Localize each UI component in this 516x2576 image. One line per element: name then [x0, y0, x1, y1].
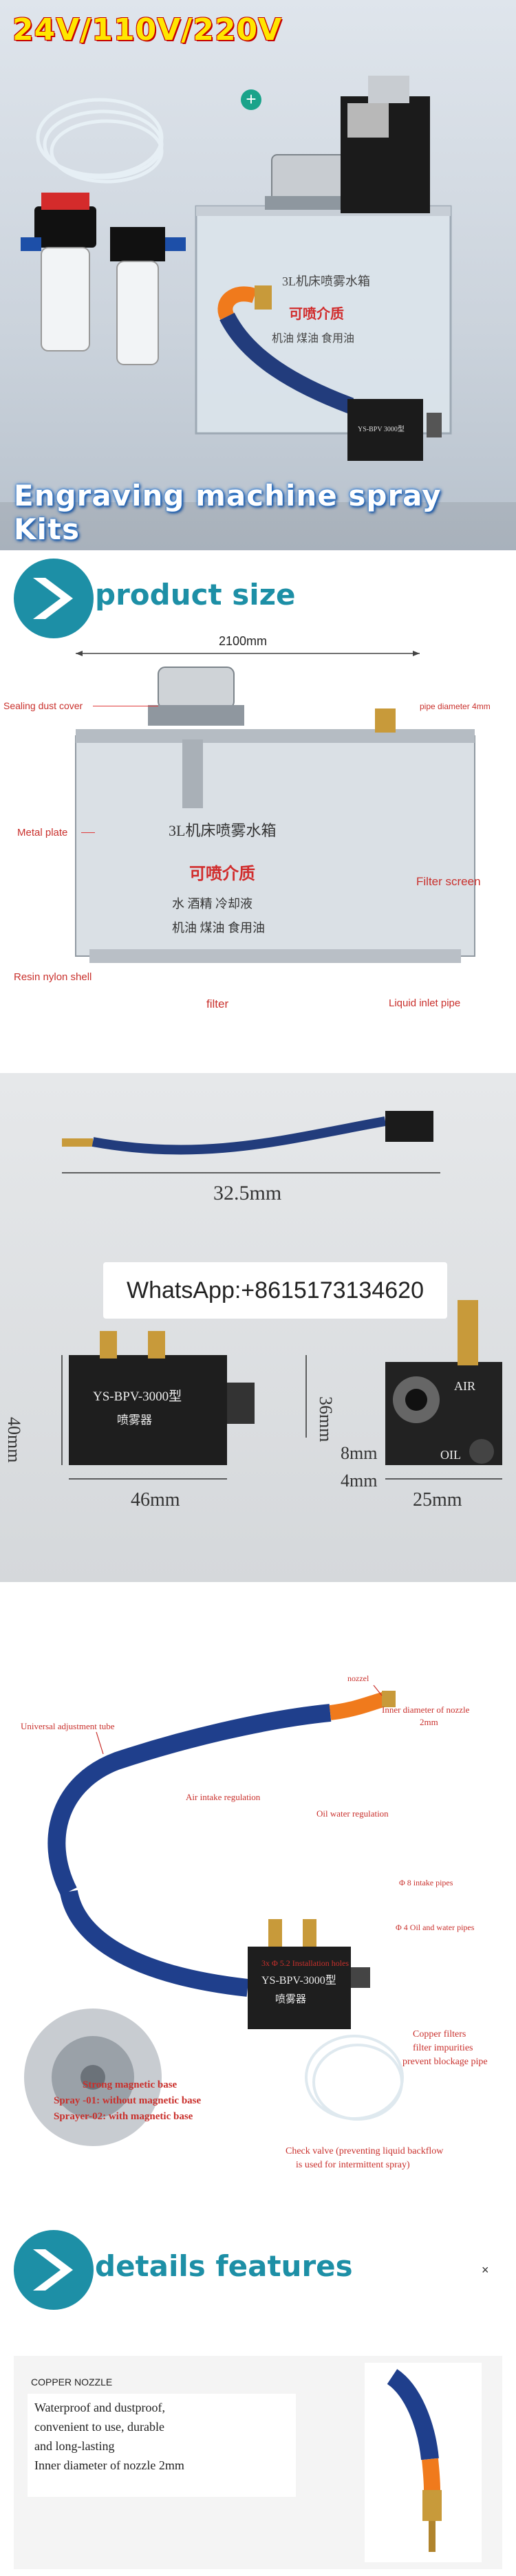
oil-label: OIL	[440, 1448, 461, 1462]
label-filter: filter	[206, 997, 229, 1010]
copper-nozzle-photo	[365, 2363, 482, 2562]
label-liquid-inlet-pipe: Liquid inlet pipe	[389, 997, 461, 1009]
product-size-header: product size	[0, 550, 516, 640]
depth-dimension: 36mm	[316, 1396, 336, 1442]
tank-media-row1: 水 酒精 冷却液	[172, 897, 252, 911]
details-header: details features	[0, 2222, 516, 2311]
sprayer-dimension-diagram	[61, 1111, 502, 1480]
tank-media: 可喷介质	[189, 865, 255, 883]
dimensions-section: 32.5mm 40mm 46mm 36mm 8mm 4mm 25mm YS-BP…	[0, 1073, 516, 1582]
close-icon: ×	[482, 2263, 489, 2277]
nozzle-inner-label: Inner diameter of nozzle	[382, 1704, 470, 1715]
hero-product-illustration	[21, 76, 452, 461]
nozzle-label: nozzel	[347, 1674, 369, 1683]
label-sealing-dust-cover: Sealing dust cover	[3, 700, 83, 711]
oil-water-reg-label: Oil water regulation	[316, 1808, 389, 1819]
filter-impurities-label: filter impurities	[413, 2043, 473, 2053]
check-valve-label: Check valve (preventing liquid backflow	[286, 2146, 444, 2156]
product-size-section: product size 2100mm Sealing dust cover p…	[0, 550, 516, 1046]
copper-nozzle-card: COPPER NOZZLE Waterproof and dustproof, …	[14, 2356, 502, 2569]
chevron-right-icon	[14, 559, 94, 638]
side-width-dimension: 25mm	[413, 1489, 462, 1511]
intake-pipes-label: Φ 8 intake pipes	[399, 1878, 453, 1887]
card-title: COPPER NOZZLE	[31, 2377, 113, 2388]
label-filter-screen: Filter screen	[416, 875, 481, 888]
label-resin-nylon-shell: Resin nylon shell	[14, 971, 92, 983]
voltage-title: 24V/110V/220V	[12, 12, 283, 47]
parts-section: nozzel Inner diameter of nozzle 2mm Univ…	[0, 1603, 516, 2180]
oil-water-pipes-label: Φ 4 Oil and water pipes	[396, 1923, 475, 1932]
block-model-sub: 喷雾器	[117, 1414, 152, 1427]
hero-banner-text: Engraving machine spray Kits	[14, 479, 442, 546]
intermittent-label: is used for intermittent spray)	[296, 2160, 410, 2170]
parts-diagram	[24, 1685, 404, 2146]
prevent-blockage-label: prevent blockage pipe	[402, 2057, 488, 2067]
chevron-right-icon	[14, 2230, 94, 2310]
width-dimension: 46mm	[131, 1489, 180, 1511]
air-label: AIR	[454, 1379, 475, 1393]
parts-block-model: YS-BPV-3000型	[261, 1975, 336, 1987]
air-gap-dimension: 8mm	[341, 1443, 378, 1463]
media-list: 机油 煤油 食用油	[272, 333, 355, 345]
hero-banner-strip	[0, 502, 516, 550]
label-pipe-diameter: pipe diameter 4mm	[420, 702, 491, 711]
plus-icon: +	[241, 89, 261, 110]
height-dimension: 40mm	[4, 1417, 24, 1463]
oil-gap-dimension: 4mm	[341, 1471, 378, 1491]
whatsapp-contact: WhatsApp:+8615173134620	[103, 1262, 447, 1319]
whatsapp-text: WhatsApp:+8615173134620	[127, 1277, 424, 1303]
product-size-title: product size	[95, 578, 296, 611]
tank-media-row2: 机油 煤油 食用油	[172, 921, 265, 935]
dimension-width: 2100mm	[219, 634, 268, 648]
hero-section: 24V/110V/220V + 3L机床喷雾水箱	[0, 0, 516, 550]
tank-title: 3L机床喷雾水箱	[169, 822, 277, 839]
sprayer-model: YS-BPV 3000型	[358, 426, 405, 433]
nozzle-inner-value: 2mm	[420, 1717, 438, 1727]
mag-base-title: Strong magnetic base	[83, 2079, 178, 2090]
tank-label: 3L机床喷雾水箱	[282, 274, 370, 288]
card-line-2: convenient to use, durable	[34, 2420, 164, 2434]
tank-diagram	[75, 651, 475, 963]
leader-line	[81, 832, 95, 833]
length-dimension: 32.5mm	[213, 1182, 282, 1204]
card-text-box: Waterproof and dustproof, convenient to …	[28, 2394, 296, 2497]
label-metal-plate: Metal plate	[17, 827, 68, 838]
sprayable-media: 可喷介质	[289, 307, 344, 322]
card-line-3: and long-lasting	[34, 2439, 115, 2453]
spray01-label: Spray -01: without magnetic base	[54, 2095, 202, 2106]
air-intake-label: Air intake regulation	[186, 1792, 261, 1802]
install-holes-label: 3x Φ 5.2 Installation holes	[261, 1958, 350, 1968]
card-line-4: Inner diameter of nozzle 2mm	[34, 2458, 184, 2472]
parts-block-model-sub: 喷雾器	[275, 1994, 307, 2005]
details-title: details features	[95, 2249, 353, 2283]
spray02-label: Sprayer-02: with magnetic base	[54, 2111, 193, 2122]
copper-filters-label: Copper filters	[413, 2029, 466, 2039]
universal-tube-label: Universal adjustment tube	[21, 1721, 115, 1731]
card-line-1: Waterproof and dustproof,	[34, 2401, 165, 2414]
block-model: YS-BPV-3000型	[93, 1389, 182, 1404]
